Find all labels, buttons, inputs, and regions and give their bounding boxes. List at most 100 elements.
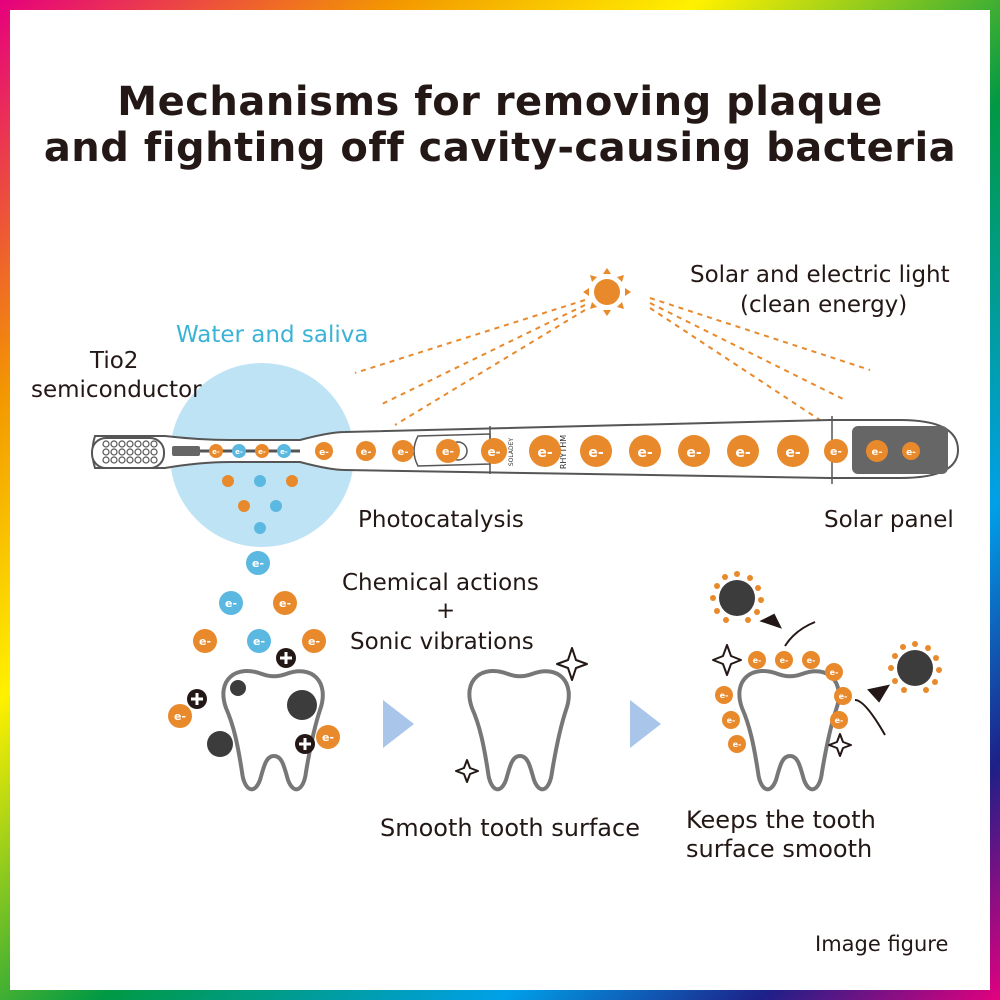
tooth1-electrons: e- e- xyxy=(168,704,340,749)
solar-light-label-1: Solar and electric light xyxy=(690,262,950,288)
electron: e- xyxy=(580,435,612,467)
plus-label: + xyxy=(436,598,456,624)
electron: e- xyxy=(246,551,270,575)
svg-text:e-: e- xyxy=(807,656,816,665)
svg-text:e-: e- xyxy=(319,448,329,458)
electron: e- xyxy=(356,441,376,461)
electron: e- xyxy=(775,651,793,669)
tooth-icon xyxy=(737,669,841,792)
electron: e- xyxy=(219,591,243,615)
electron: e- xyxy=(273,591,297,615)
svg-text:e-: e- xyxy=(537,445,552,461)
svg-text:e-: e- xyxy=(258,448,266,456)
electron: e- xyxy=(277,444,291,458)
sonic-vibrations-label: Sonic vibrations xyxy=(350,629,534,655)
svg-text:e-: e- xyxy=(637,445,652,461)
svg-text:e-: e- xyxy=(727,716,736,725)
electron: e- xyxy=(232,444,246,458)
electron: e- xyxy=(824,439,848,463)
light-rays xyxy=(354,297,871,426)
svg-text:e-: e- xyxy=(588,445,603,461)
tooth-icon xyxy=(221,669,325,792)
electron: e- xyxy=(777,435,809,467)
plus-icon xyxy=(295,734,315,754)
svg-text:e-: e- xyxy=(361,447,372,458)
keeps-smooth-caption-1: Keeps the tooth xyxy=(686,806,876,834)
svg-text:e-: e- xyxy=(322,731,334,744)
electron: e- xyxy=(866,440,888,462)
sparkle-icon xyxy=(712,644,742,676)
falling-electrons: e- e- e- e- e- e- xyxy=(193,551,326,653)
svg-text:e-: e- xyxy=(720,691,729,700)
svg-text:e-: e- xyxy=(199,635,211,648)
svg-text:e-: e- xyxy=(174,710,186,723)
svg-text:e-: e- xyxy=(252,557,264,570)
svg-text:e-: e- xyxy=(839,692,848,701)
keeps-smooth-caption-2: surface smooth xyxy=(686,835,873,863)
title-line-1: Mechanisms for removing plaque xyxy=(117,79,883,125)
repel-arrows xyxy=(759,613,891,736)
sun-icon xyxy=(583,268,631,316)
svg-text:e-: e- xyxy=(780,656,789,665)
solar-light-label-2: (clean energy) xyxy=(740,292,908,318)
bacteria-icon xyxy=(710,571,764,623)
electron: e- xyxy=(629,435,661,467)
electron: e- xyxy=(728,735,746,753)
electron: e- xyxy=(392,440,414,462)
electron: e- xyxy=(748,651,766,669)
svg-text:e-: e- xyxy=(253,635,265,648)
sparkle-icon xyxy=(455,759,479,783)
tooth-icon xyxy=(467,669,571,792)
svg-text:e-: e- xyxy=(235,448,243,456)
electron: e- xyxy=(802,651,820,669)
sparkle-icon xyxy=(556,647,588,681)
model-text: RHYTHM xyxy=(559,435,568,469)
svg-text:e-: e- xyxy=(872,447,883,458)
handle-electrons: e- e- e- e- e- e- e- e- e- e- e- e- e- e… xyxy=(209,435,920,467)
svg-text:e-: e- xyxy=(785,445,800,461)
electron: e- xyxy=(715,686,733,704)
svg-text:e-: e- xyxy=(835,716,844,725)
tio2-label-1: Tio2 xyxy=(90,348,139,374)
electron: e- xyxy=(727,435,759,467)
electron: e- xyxy=(436,439,460,463)
arrow-right-icon xyxy=(630,700,661,748)
positive-charges xyxy=(187,648,315,754)
electron: e- xyxy=(678,435,710,467)
svg-text:e-: e- xyxy=(830,445,842,458)
electron: e- xyxy=(529,435,561,467)
protective-electrons: e- e- e- e- e- e- e- e- e- xyxy=(715,651,852,753)
electron: e- xyxy=(825,663,843,681)
sparkle-icon xyxy=(828,733,852,757)
svg-text:e-: e- xyxy=(212,448,220,456)
smooth-surface-caption: Smooth tooth surface xyxy=(380,814,640,842)
electron: e- xyxy=(834,687,852,705)
electron: e- xyxy=(315,442,333,460)
water-saliva-label: Water and saliva xyxy=(176,322,369,348)
svg-text:e-: e- xyxy=(733,740,742,749)
plus-icon xyxy=(187,689,207,709)
brand-text: SOLADEY xyxy=(508,438,515,467)
electron: e- xyxy=(255,444,269,458)
electron: e- xyxy=(302,629,326,653)
svg-text:e-: e- xyxy=(308,635,320,648)
tio2-label-2: semiconductor xyxy=(31,377,202,403)
bacteria-icon xyxy=(888,641,942,693)
photocatalysis-label: Photocatalysis xyxy=(358,507,524,533)
electron: e- xyxy=(722,711,740,729)
svg-text:e-: e- xyxy=(487,445,500,459)
electron: e- xyxy=(316,725,340,749)
electron: e- xyxy=(247,629,271,653)
electron: e- xyxy=(168,704,192,728)
chemical-actions-label: Chemical actions xyxy=(342,570,539,596)
svg-text:e-: e- xyxy=(753,656,762,665)
svg-text:e-: e- xyxy=(906,448,916,458)
svg-text:e-: e- xyxy=(442,445,454,458)
svg-text:e-: e- xyxy=(398,447,409,458)
electron: e- xyxy=(902,442,920,460)
solar-panel-label: Solar panel xyxy=(824,507,954,533)
svg-text:e-: e- xyxy=(830,668,839,677)
electron: e- xyxy=(209,444,223,458)
